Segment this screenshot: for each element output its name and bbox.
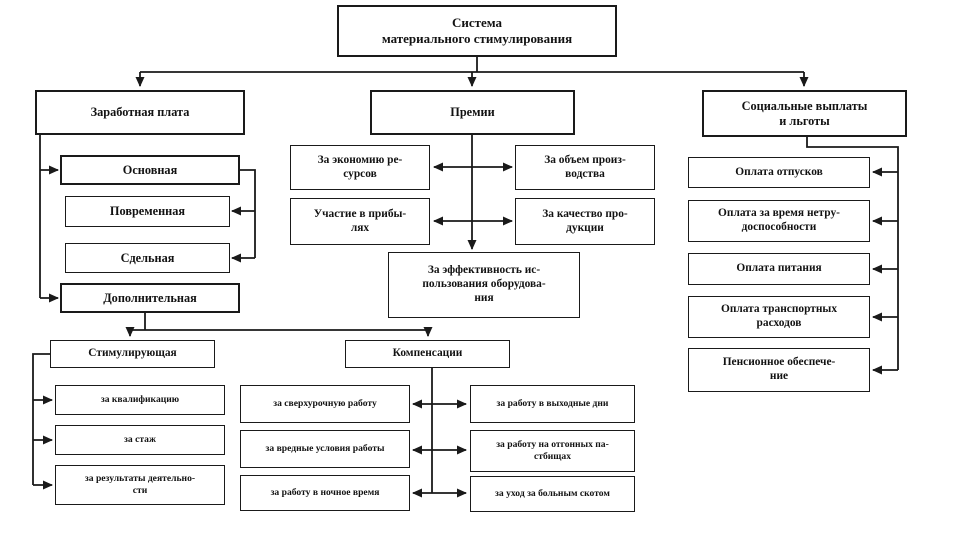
box-transport-pay: Оплата транспортных расходов xyxy=(688,296,870,338)
box-night-work: за работу в ночное время xyxy=(240,475,410,511)
box-performance-results: за результаты деятельно- сти xyxy=(55,465,225,505)
box-pasture-work: за работу на отгонных па- стбищах xyxy=(470,430,635,472)
box-additional-wage: Дополнительная xyxy=(60,283,240,313)
box-product-quality: За качество про- дукции xyxy=(515,198,655,245)
box-pension: Пенсионное обеспече- ние xyxy=(688,348,870,392)
box-stimulating-header: Стимулирующая xyxy=(50,340,215,368)
box-equipment-efficiency: За эффективность ис- пользования оборудо… xyxy=(388,252,580,318)
box-social-header: Социальные выплаты и льготы xyxy=(702,90,907,137)
box-seniority: за стаж xyxy=(55,425,225,455)
box-compensation-header: Компенсации xyxy=(345,340,510,368)
box-qualification: за квалификацию xyxy=(55,385,225,415)
box-meal-pay: Оплата питания xyxy=(688,253,870,285)
box-root-title: Система материального стимулирования xyxy=(337,5,617,57)
box-piece-wage: Сдельная xyxy=(65,243,230,273)
box-production-volume: За объем произ- водства xyxy=(515,145,655,190)
box-harmful-conditions: за вредные условия работы xyxy=(240,430,410,468)
box-weekend-work: за работу в выходные дни xyxy=(470,385,635,423)
box-profit-sharing: Участие в прибы- лях xyxy=(290,198,430,245)
box-overtime-work: за сверхурочную работу xyxy=(240,385,410,423)
box-basic-wage: Основная xyxy=(60,155,240,185)
box-sick-livestock-care: за уход за больным скотом xyxy=(470,476,635,512)
box-disability-pay: Оплата за время нетру- доспособности xyxy=(688,200,870,242)
box-salary-header: Заработная плата xyxy=(35,90,245,135)
box-resource-economy: За экономию ре- сурсов xyxy=(290,145,430,190)
box-vacation-pay: Оплата отпусков xyxy=(688,157,870,188)
box-time-wage: Повременная xyxy=(65,196,230,227)
box-premii-header: Премии xyxy=(370,90,575,135)
